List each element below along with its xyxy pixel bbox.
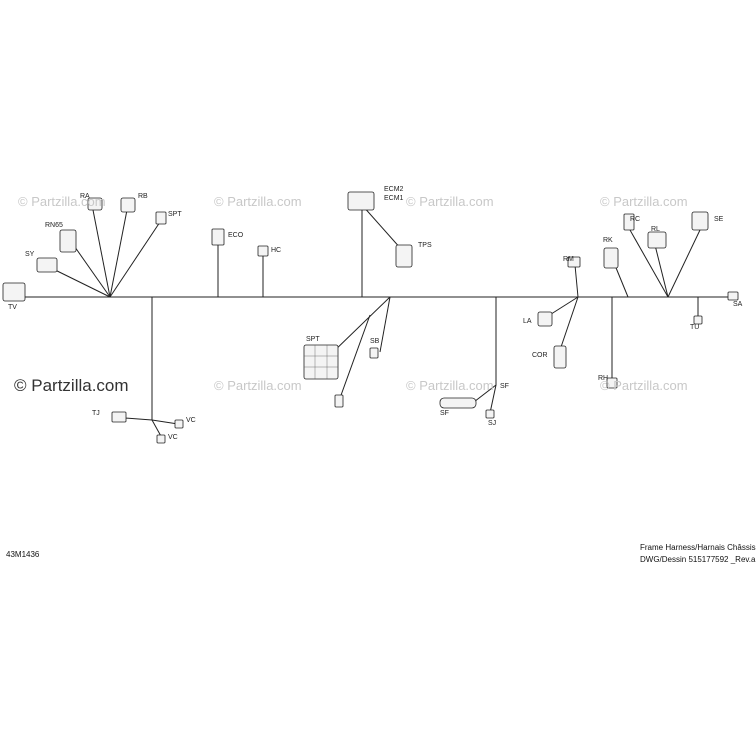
- connector-shape: [120, 197, 136, 213]
- connector-code: SY: [25, 251, 35, 258]
- fuse-block-shape: [303, 344, 339, 380]
- connector-shape: [727, 291, 739, 301]
- connector-code: SB: [370, 338, 380, 345]
- branch-wire: [109, 221, 161, 298]
- connector-shape: [334, 394, 344, 408]
- connector-shape: [691, 211, 709, 231]
- watermark-text: © Partzilla.com: [406, 378, 494, 393]
- branch-wire: [489, 384, 497, 414]
- branch-wire: [574, 264, 579, 298]
- connector-shape: [59, 229, 77, 253]
- connector-shape: [485, 409, 495, 419]
- connector-code: SA: [733, 301, 743, 308]
- connector-shape: [111, 411, 127, 423]
- connector-shape: [87, 197, 103, 211]
- connector-code: RM: [563, 256, 574, 263]
- connector-shape: [537, 311, 553, 327]
- branch-wire: [329, 296, 391, 356]
- connector-code: SPT: [168, 211, 182, 218]
- connector-code: SF: [440, 410, 449, 417]
- branch-wire: [92, 209, 111, 298]
- branch-wire: [361, 204, 403, 251]
- connector-code: HC: [271, 247, 282, 254]
- connector-code: RB: [138, 193, 148, 200]
- branch-wire: [547, 296, 579, 317]
- connector-code: RC: [630, 216, 641, 223]
- connector-shape: [36, 257, 58, 273]
- branch-wire: [151, 419, 179, 425]
- connector-shape: [693, 315, 703, 325]
- watermark-text: © Partzilla.com: [14, 376, 129, 395]
- connector-code: COR: [532, 352, 548, 359]
- connector-code: VC: [186, 417, 196, 424]
- connector-shape: [2, 282, 26, 302]
- title-line-2: DWG/Dessin 515177592 _Rev.a: [640, 555, 756, 564]
- branch-wire: [559, 296, 579, 351]
- connector-shape: [623, 213, 635, 231]
- starter-shape: [439, 397, 477, 409]
- connector-shape: [257, 245, 269, 257]
- title-line-1: Frame Harness/Harnais Châssis: [640, 543, 756, 552]
- connector-code: SE: [714, 216, 724, 223]
- connector-code: SF: [500, 383, 509, 390]
- connector-code: ECO: [228, 232, 244, 239]
- watermark-text: © Partzilla.com: [214, 378, 302, 393]
- connector-code: SJ: [488, 420, 497, 427]
- drawing-number: 43M1436: [6, 550, 40, 559]
- connector-shape: [369, 347, 379, 359]
- watermark-text: © Partzilla.com: [406, 194, 494, 209]
- branch-wire: [654, 244, 669, 298]
- connector-code: TV: [8, 304, 17, 311]
- watermark-text: © Partzilla.com: [600, 194, 688, 209]
- connector-code: ECM1: [384, 195, 404, 202]
- watermark-text: © Partzilla.com: [600, 378, 688, 393]
- connector-shape: [156, 434, 166, 444]
- branch-wire: [69, 239, 111, 298]
- connector-shape: [395, 244, 413, 268]
- connector-shape: [647, 231, 667, 249]
- connector-code: RH: [598, 375, 609, 382]
- connector-code: RA: [80, 193, 90, 200]
- connector-code: RK: [603, 237, 613, 244]
- branch-wire: [379, 296, 391, 353]
- connector-shape: [553, 345, 567, 369]
- connector-code: TPS: [418, 242, 432, 249]
- connector-shape: [155, 211, 167, 225]
- connector-shape: [606, 377, 618, 389]
- connector-shape: [347, 191, 375, 211]
- branch-wire: [124, 417, 153, 421]
- watermark-text: © Partzilla.com: [214, 194, 302, 209]
- connector-shape: [567, 256, 581, 268]
- connector-code: LA: [523, 318, 532, 325]
- connector-code: TU: [690, 324, 700, 331]
- connector-code: RL: [651, 226, 660, 233]
- connector-code: ECM2: [384, 186, 404, 193]
- connector-code: RN65: [45, 222, 63, 229]
- branch-wire: [339, 314, 371, 399]
- branch-wire: [109, 209, 128, 298]
- branch-wire: [629, 229, 669, 298]
- connector-shape: [603, 247, 619, 269]
- connector-code: TJ: [92, 410, 100, 417]
- connector-code: VC: [168, 434, 178, 441]
- watermark-text: © Partzilla.com: [18, 194, 106, 209]
- branch-wire: [667, 229, 701, 298]
- connector-code: SPT: [306, 336, 320, 343]
- connector-shape: [211, 228, 225, 246]
- connector-shape: [174, 419, 184, 429]
